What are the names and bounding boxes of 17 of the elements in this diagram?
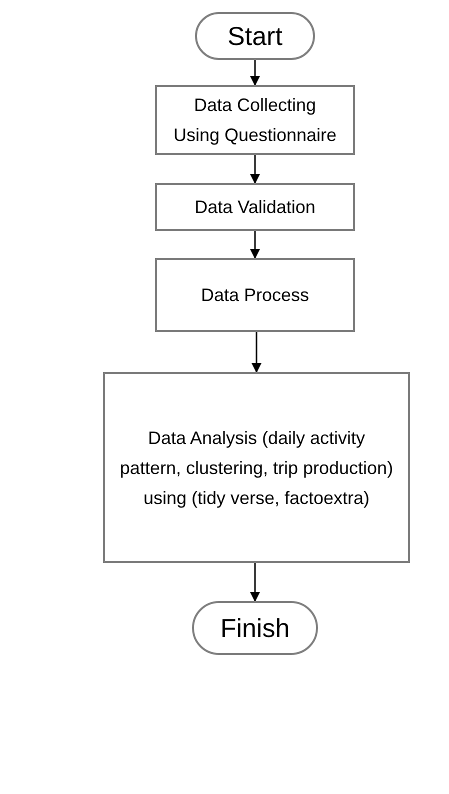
- process-box: [155, 258, 355, 332]
- node-text: Start: [228, 20, 282, 52]
- node-text: Data Process: [200, 284, 310, 307]
- arrow: [252, 332, 262, 373]
- terminal-pill: [195, 12, 315, 60]
- node-text: Data Analysis (daily activity pattern, clustering, trip production) using (tidy verse, factoextra): [118, 426, 394, 510]
- node-text: Finish: [220, 612, 290, 644]
- arrow: [250, 60, 260, 86]
- node-text: Data Validation: [194, 196, 316, 219]
- process-box: [155, 85, 355, 155]
- arrow: [250, 231, 260, 259]
- process-box: [103, 372, 410, 563]
- terminal-pill: [192, 601, 318, 655]
- arrow: [250, 563, 260, 602]
- arrow: [250, 155, 260, 184]
- process-box: [155, 183, 355, 231]
- node-text: Data Collecting Using Questionnaire: [172, 94, 338, 147]
